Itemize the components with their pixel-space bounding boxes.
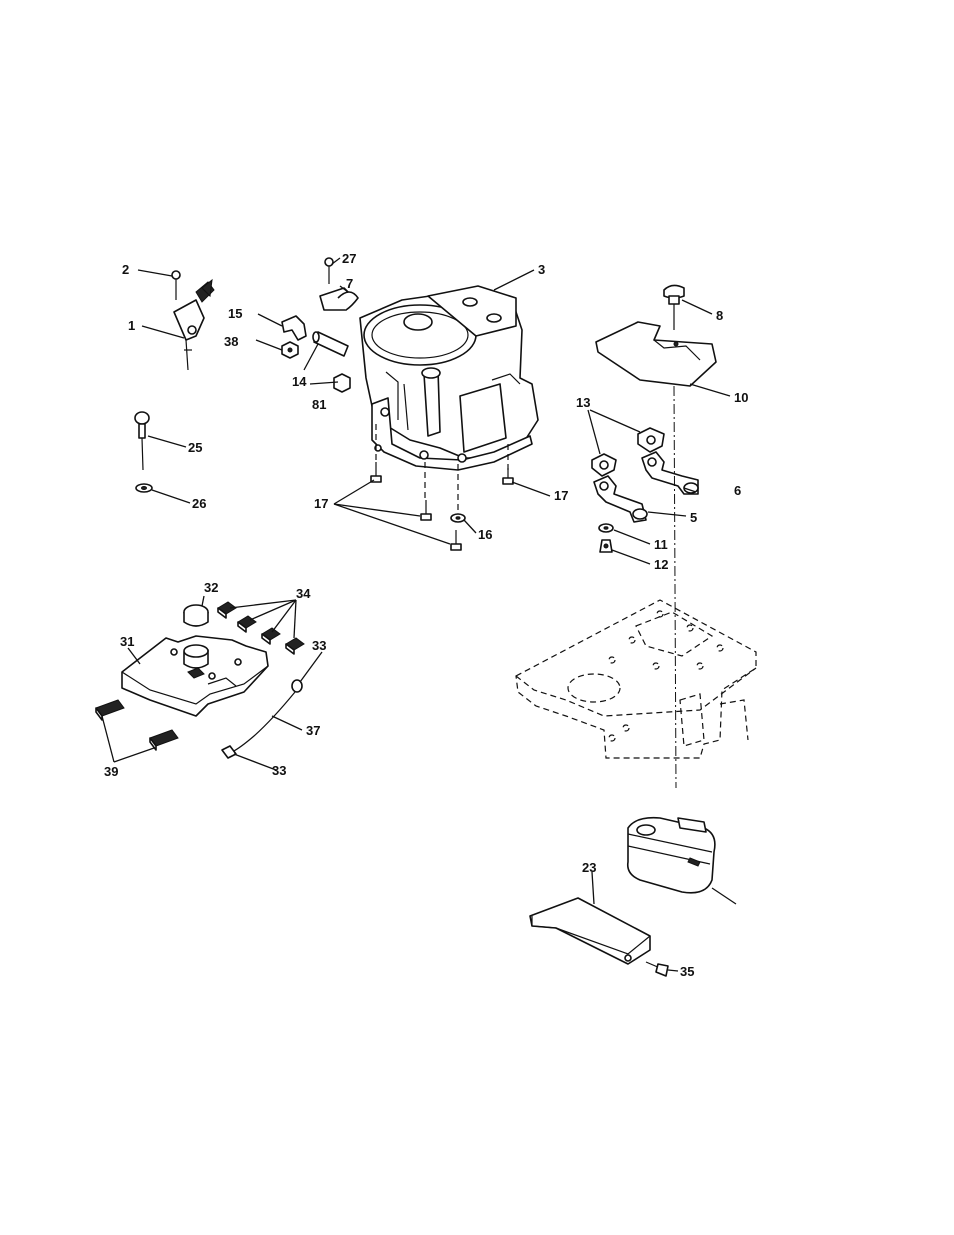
muffler <box>628 818 736 904</box>
callout-8: 8 <box>716 308 723 323</box>
callout-3: 3 <box>538 262 545 277</box>
foam-pad-part-34 <box>262 628 280 644</box>
gasket-part-13 <box>638 428 664 452</box>
callout-12: 12 <box>654 557 668 572</box>
callout-7: 7 <box>346 276 353 291</box>
bolt-part-17 <box>451 530 461 550</box>
screw-part-2 <box>172 271 180 300</box>
callout-13: 13 <box>576 395 590 410</box>
exhaust-pipe-part-5 <box>594 476 647 522</box>
tube-part-14 <box>313 332 348 356</box>
callout-38: 38 <box>224 334 238 349</box>
callout-17: 17 <box>314 496 328 511</box>
callout-16: 16 <box>478 527 492 542</box>
callout-33: 33 <box>312 638 326 653</box>
muffler-shield-part-23 <box>530 898 650 964</box>
callout-26: 26 <box>192 496 206 511</box>
callout-37: 37 <box>306 723 320 738</box>
washer-part-11 <box>599 524 613 532</box>
nut-part-12 <box>600 540 612 552</box>
exhaust-pipe-part-6 <box>642 452 698 494</box>
nut-part-38 <box>282 342 298 358</box>
gasket-part-13 <box>592 454 616 476</box>
foam-pad-part-34 <box>286 638 304 654</box>
tractor-frame-phantom <box>516 600 756 758</box>
callout-15: 15 <box>228 306 242 321</box>
engine-part-3 <box>360 286 538 470</box>
clamp-part-33 <box>222 746 236 758</box>
callout-32: 32 <box>204 580 218 595</box>
screw-part-27 <box>325 258 333 284</box>
callout-35: 35 <box>680 964 694 979</box>
cap-part-32 <box>184 605 208 626</box>
washer-part-16 <box>451 514 465 522</box>
callout-5: 5 <box>690 510 697 525</box>
callout-2: 2 <box>122 262 129 277</box>
bolt-part-17 <box>371 462 381 482</box>
callout-10: 10 <box>734 390 748 405</box>
nut-part-81 <box>334 374 350 392</box>
throttle-control-part-1 <box>174 280 214 370</box>
callout-17: 17 <box>554 488 568 503</box>
callout-34: 34 <box>296 586 311 601</box>
bolt-part-8 <box>664 285 684 330</box>
callout-33: 33 <box>272 763 286 778</box>
callout-31: 31 <box>120 634 134 649</box>
choke-knob-part-25 <box>135 412 149 470</box>
filter-element-part-39 <box>96 700 124 720</box>
clamp-part-7 <box>320 288 358 310</box>
assembly-centerline <box>674 386 676 788</box>
callout-1: 1 <box>128 318 135 333</box>
callout-11: 11 <box>654 537 668 552</box>
callout-25: 25 <box>188 440 202 455</box>
elbow-fitting-part-15 <box>282 316 306 340</box>
callout-39: 39 <box>104 764 118 779</box>
callout-6: 6 <box>734 483 741 498</box>
washer-part-26 <box>136 484 152 492</box>
callout-23: 23 <box>582 860 596 875</box>
callout-14: 14 <box>292 374 307 389</box>
callout-27: 27 <box>342 251 356 266</box>
filter-element-part-39 <box>150 730 178 750</box>
air-cleaner-housing-part-31 <box>122 636 268 716</box>
heat-shield-part-10 <box>596 322 716 386</box>
callout-81: 81 <box>312 397 326 412</box>
foam-pad-part-34 <box>218 602 236 618</box>
bolt-part-17 <box>503 468 513 484</box>
screw-part-35 <box>646 962 668 976</box>
bolt-part-17 <box>421 500 431 520</box>
